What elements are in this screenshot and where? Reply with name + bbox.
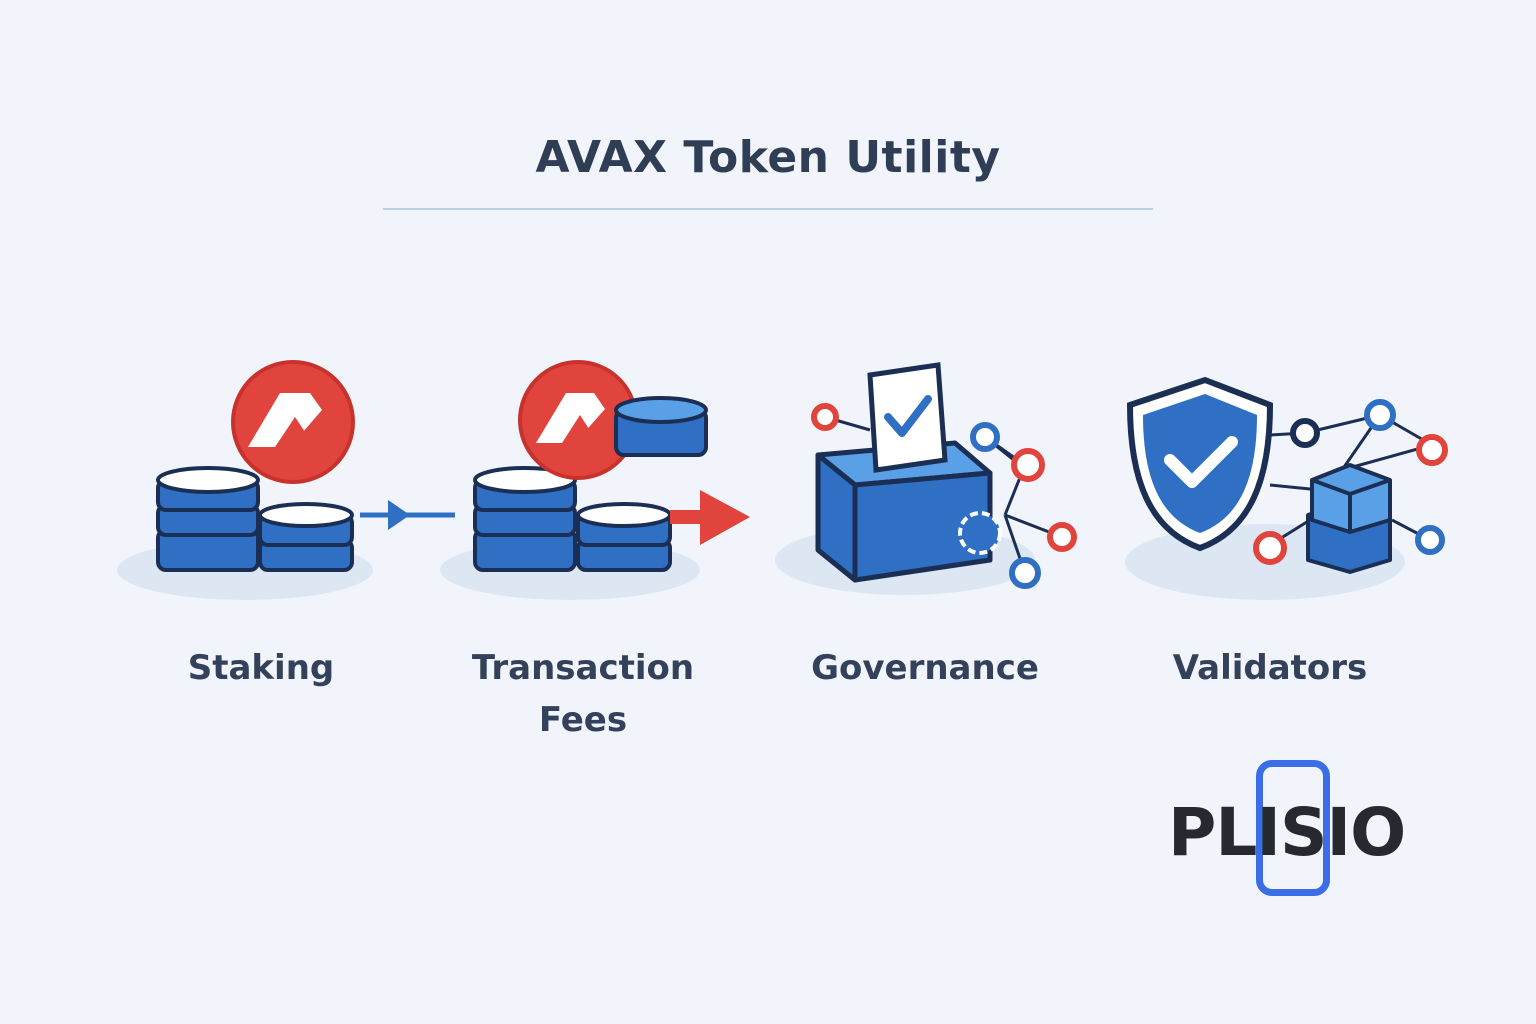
coin-stack-icon <box>117 360 455 600</box>
logo-frame-icon <box>1256 760 1330 896</box>
shield-check-icon <box>1125 376 1448 600</box>
ballot-box-icon <box>775 362 1077 595</box>
plisio-logo: PLISIO <box>1168 794 1406 871</box>
label-governance: Governance <box>811 648 1039 688</box>
label-staking: Staking <box>187 648 335 688</box>
page-title: AVAX Token Utility <box>535 132 1001 183</box>
title-divider <box>383 208 1153 210</box>
coin-transfer-icon <box>440 360 750 600</box>
label-validators: Validators <box>1172 648 1368 688</box>
label-transaction-fees: Transaction Fees <box>471 648 695 740</box>
